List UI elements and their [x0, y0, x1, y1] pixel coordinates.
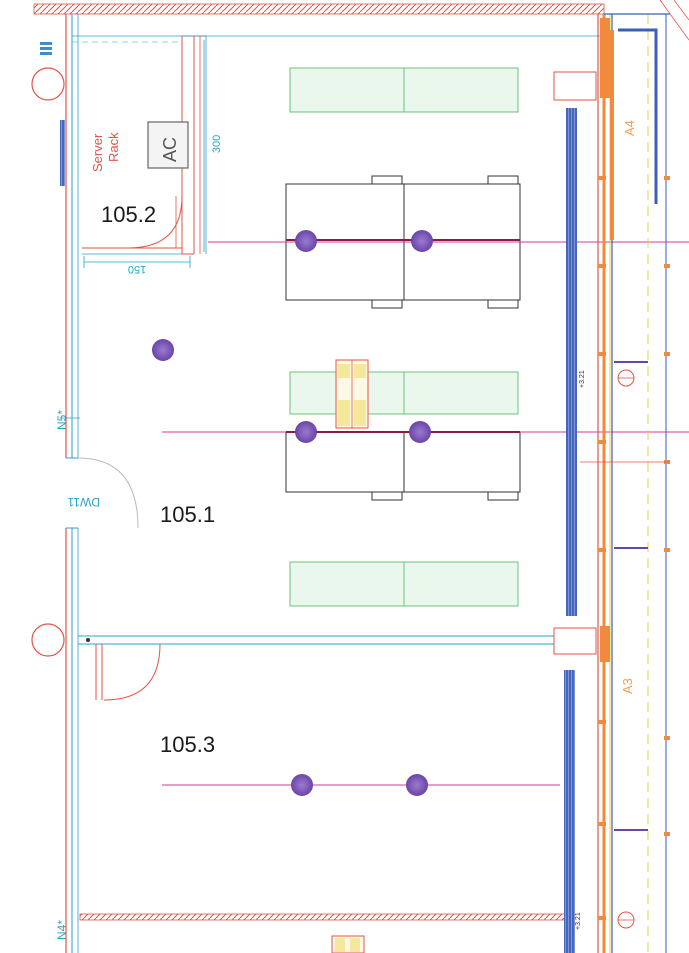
lighting-lines	[162, 239, 689, 786]
ac-unit	[147, 121, 189, 169]
server-rack-label-line2: Rack	[106, 132, 121, 162]
dimension-300-label: 300	[211, 135, 223, 153]
door-dw11: DW11	[67, 457, 139, 529]
right-facade	[597, 0, 689, 953]
elevation-marker-2: +3.21	[575, 911, 635, 930]
stair-icon	[40, 42, 52, 55]
column-top	[31, 67, 65, 101]
n4-label: N4*	[55, 920, 69, 940]
server-room-walls	[72, 35, 600, 255]
radiator-lower	[564, 670, 575, 953]
wall-block-mid	[553, 627, 597, 655]
facade-ticks	[598, 176, 670, 920]
bottom-wall	[79, 913, 571, 921]
radiator-upper	[566, 108, 577, 616]
left-wall	[65, 14, 79, 953]
left-radiator	[60, 120, 65, 186]
wall-block-top	[553, 71, 597, 101]
facade-label-a4: A4	[622, 120, 637, 136]
partition-105-3	[78, 635, 556, 701]
green-furniture	[289, 67, 519, 607]
dimension-150: 150	[83, 256, 191, 275]
elevation-label-2: +3.21	[575, 912, 582, 930]
dimension-150-label: 150	[128, 263, 146, 275]
room-label-105-2: 105.2	[101, 202, 156, 227]
elevation-label-1: +3.21	[579, 370, 586, 388]
room-label-105-1: 105.1	[160, 502, 215, 527]
ac-label: AC	[160, 137, 180, 162]
room-label-105-3: 105.3	[160, 732, 215, 757]
top-wall	[33, 3, 605, 15]
elevation-marker-1: +3.21	[579, 369, 670, 463]
server-rack-label-line1: Server	[90, 133, 105, 172]
facade-label-a3: A3	[620, 678, 635, 694]
equipment-tags	[331, 359, 369, 953]
n5-label: N5*	[55, 410, 69, 430]
desk-cluster-lower	[285, 431, 521, 501]
dw11-label: DW11	[67, 495, 100, 509]
column-bottom	[31, 623, 65, 657]
dimension-300: 300	[203, 40, 223, 252]
light-fixtures	[152, 230, 433, 796]
facade-markers	[614, 361, 648, 831]
server-room-door	[127, 195, 183, 249]
